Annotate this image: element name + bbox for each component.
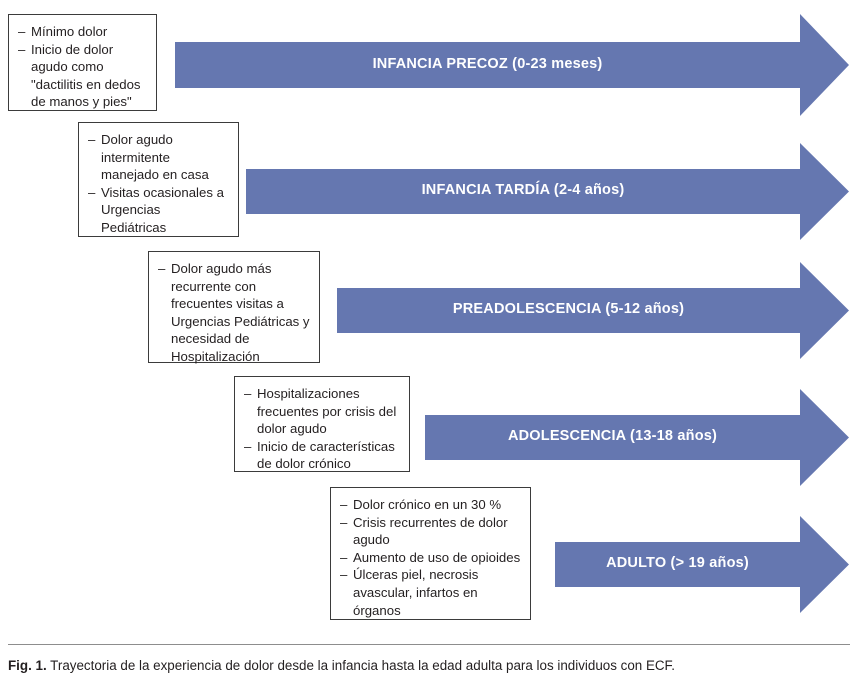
caption-body: Trayectoria de la experiencia de dolor d…	[46, 658, 675, 673]
arrow-shape-icon	[246, 143, 849, 240]
callout-list: Hospitalizaciones frecuentes por crisis …	[244, 385, 400, 473]
stage-box-infancia-tardia: Dolor agudo intermitente manejado en cas…	[78, 122, 239, 237]
stage-diagram: INFANCIA PRECOZ (0-23 meses) INFANCIA TA…	[0, 0, 858, 632]
arrow-shape-icon	[175, 14, 849, 116]
callout-item: Inicio de características de dolor cróni…	[244, 438, 400, 473]
stage-box-preadolescencia: Dolor agudo más recurrente con frecuente…	[148, 251, 320, 366]
callout-item: Mínimo dolor	[18, 23, 147, 41]
caption-text: Fig. 1. Trayectoria de la experiencia de…	[8, 657, 850, 674]
caption-label: Fig. 1.	[8, 658, 47, 673]
caption-divider	[8, 644, 850, 645]
arrow-shape-icon	[337, 262, 849, 359]
callout-item: Aumento de uso de opioides	[340, 549, 521, 567]
stage-box-adulto: Dolor crónico en un 30 % Crisis recurren…	[330, 487, 531, 620]
callout-item: Dolor agudo más recurrente con frecuente…	[158, 260, 310, 366]
callout-item: Inicio de dolor agudo como "dactilitis e…	[18, 41, 147, 111]
callout-item: Úlceras piel, necrosis avascular, infart…	[340, 566, 521, 619]
stage-arrow-adolescencia: ADOLESCENCIA (13-18 años)	[425, 389, 849, 486]
stage-box-adolescencia: Hospitalizaciones frecuentes por crisis …	[234, 376, 410, 472]
stage-arrow-adulto: ADULTO (> 19 años)	[555, 516, 849, 613]
callout-list: Dolor agudo más recurrente con frecuente…	[158, 260, 310, 366]
arrow-shape-icon	[425, 389, 849, 486]
callout-item: Hospitalizaciones frecuentes por crisis …	[244, 385, 400, 438]
stage-arrow-infancia-tardia: INFANCIA TARDÍA (2-4 años)	[246, 143, 849, 240]
callout-item: Dolor crónico en un 30 %	[340, 496, 521, 514]
callout-item: Dolor agudo intermitente manejado en cas…	[88, 131, 229, 184]
callout-list: Mínimo dolor Inicio de dolor agudo como …	[18, 23, 147, 111]
callout-list: Dolor agudo intermitente manejado en cas…	[88, 131, 229, 237]
stage-arrow-infancia-precoz: INFANCIA PRECOZ (0-23 meses)	[175, 14, 849, 116]
figure-caption: Fig. 1. Trayectoria de la experiencia de…	[0, 632, 858, 692]
stage-box-infancia-precoz: Mínimo dolor Inicio de dolor agudo como …	[8, 14, 157, 111]
callout-list: Dolor crónico en un 30 % Crisis recurren…	[340, 496, 521, 619]
stage-arrow-preadolescencia: PREADOLESCENCIA (5-12 años)	[337, 262, 849, 359]
callout-item: Visitas ocasionales a Urgencias Pediátri…	[88, 184, 229, 237]
callout-item: Crisis recurrentes de dolor agudo	[340, 514, 521, 549]
arrow-shape-icon	[555, 516, 849, 613]
